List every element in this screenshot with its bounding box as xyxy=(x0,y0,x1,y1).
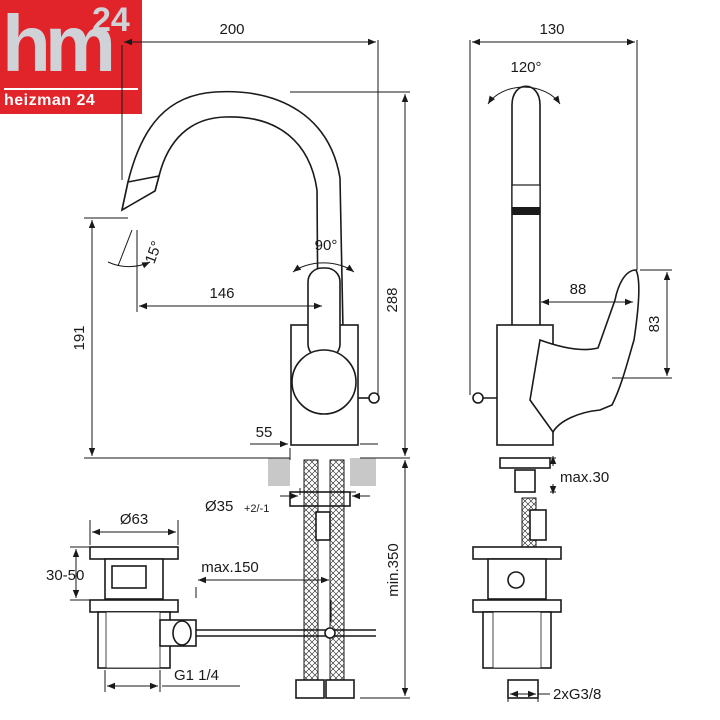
dim-waste-diameter: Ø63 xyxy=(120,511,148,528)
dim-pull-rod: max.150 xyxy=(201,559,259,576)
side-nut xyxy=(499,457,551,469)
logo-name: heizman 24 xyxy=(4,92,96,109)
dim-hose-length: min.350 xyxy=(385,543,402,596)
front-spout-nozzle xyxy=(120,174,161,212)
front-lever xyxy=(307,267,341,359)
side-view: 130 120° 88 83 max.30 2xG3/8 xyxy=(469,21,672,703)
dim-height-spout: 191 xyxy=(71,325,88,350)
dim-spout-angle: 15° xyxy=(142,239,166,266)
dim-width-side: 130 xyxy=(539,21,564,38)
front-waste-flange xyxy=(89,546,179,560)
front-view: 200 288 191 146 55 90° 15° Ø35 +2/-1 min… xyxy=(46,21,410,699)
dim-width-front: 200 xyxy=(219,21,244,38)
dim-hose-thread: 2xG3/8 xyxy=(553,686,601,703)
front-hose-left xyxy=(303,459,319,681)
dim-lever-rotation: 90° xyxy=(315,237,338,254)
logo-mark: hm xyxy=(2,0,116,88)
dim-base-width: 55 xyxy=(256,424,273,441)
front-waste-body xyxy=(89,599,179,613)
dim-lever-reach: 88 xyxy=(570,281,587,298)
dim-height-total: 288 xyxy=(384,287,401,312)
side-lever xyxy=(529,269,640,434)
logo-number: 24 xyxy=(92,1,130,39)
dim-lever-height: 83 xyxy=(646,316,663,333)
logo-divider xyxy=(4,88,138,90)
front-hose-right xyxy=(329,459,345,681)
dim-reach: 146 xyxy=(209,285,234,302)
dim-hole-tolerance: +2/-1 xyxy=(244,503,269,515)
dim-deck-thickness: max.30 xyxy=(560,469,609,486)
dim-spout-rotation: 120° xyxy=(510,59,541,76)
front-spout xyxy=(121,90,344,331)
dim-waste-height: 30-50 xyxy=(46,567,84,584)
front-lever-base xyxy=(291,349,357,415)
dim-hole-diameter: Ø35 xyxy=(205,498,233,515)
logo: hm 24 heizman 24 xyxy=(0,0,142,114)
side-waste-flange xyxy=(472,546,562,560)
front-pop-up-knob xyxy=(368,392,380,404)
dim-waste-thread: G1 1/4 xyxy=(174,667,219,684)
